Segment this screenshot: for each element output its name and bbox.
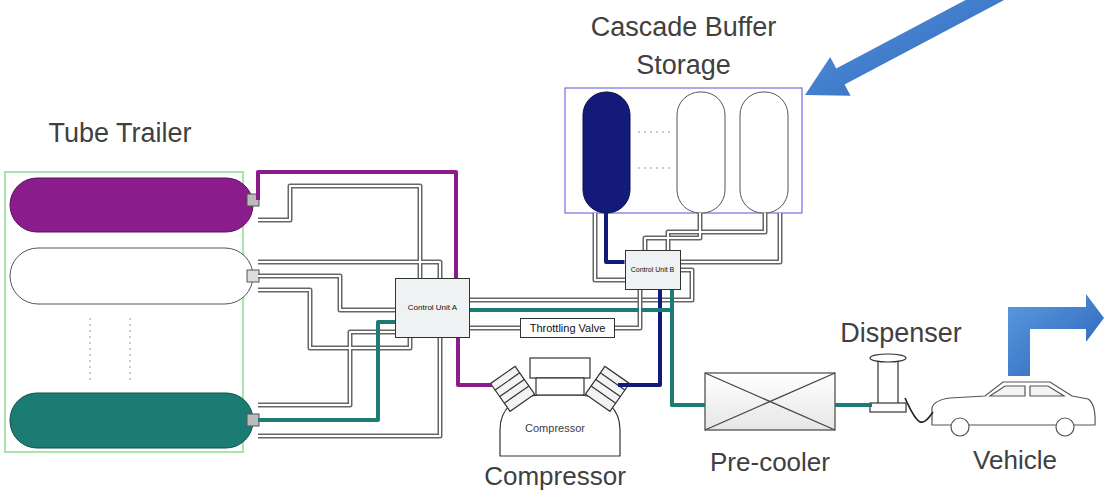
pipe	[470, 326, 520, 331]
teal-tube	[10, 393, 253, 448]
pipe	[458, 338, 492, 385]
callout-arrow	[1008, 294, 1104, 376]
compressor: CompressorCompressor	[478, 352, 632, 495]
part-label: Compressor	[484, 462, 626, 492]
precooler: Pre-cooler	[695, 372, 845, 485]
control-unit: Control Unit A	[395, 278, 470, 338]
tube-fitting	[247, 270, 259, 282]
more-tubes-dots	[130, 318, 131, 382]
white-tank	[677, 92, 725, 213]
vehicle: Vehicle	[930, 378, 1100, 490]
callout-arrow	[805, 0, 1004, 96]
precooler-drawing	[705, 373, 835, 430]
node-label: Vehicle	[973, 446, 1057, 476]
pipe-core	[258, 186, 780, 436]
node-label: Cascade Buffer Storage	[579, 8, 789, 84]
dispenser-drawing	[870, 354, 906, 412]
pipe-core	[615, 290, 640, 328]
control-unit: Control Unit B	[625, 250, 681, 290]
dispenser: Dispenser	[826, 318, 976, 418]
more-tanks-dots	[638, 132, 670, 133]
node-label: Compressor	[525, 422, 585, 435]
more-tanks-dots	[638, 168, 670, 169]
compressor-drawing	[491, 358, 630, 456]
storage-frame	[565, 88, 802, 213]
purple-tube	[10, 178, 253, 232]
pipe	[606, 213, 625, 262]
node-label: Pre-cooler	[710, 448, 830, 478]
node-label: Control Unit A	[408, 303, 457, 312]
more-tubes-dots	[90, 318, 91, 382]
vehicle-drawing	[932, 382, 1095, 436]
tank-group: Cascade Buffer Storage	[565, 8, 802, 215]
navy-tank	[583, 92, 630, 213]
node-label: Dispenser	[840, 318, 962, 349]
pipe	[672, 290, 705, 405]
fuel-hose	[905, 398, 933, 422]
pipe	[470, 310, 705, 405]
node-label: Throttling Valve	[530, 322, 606, 335]
node-label: Tube Trailer	[48, 118, 191, 149]
pipe	[258, 322, 395, 420]
white-tube	[10, 248, 253, 304]
pipe	[835, 403, 872, 407]
pipe-core	[470, 327, 520, 329]
tank-group: Tube Trailer	[5, 118, 263, 452]
connectors	[258, 172, 933, 422]
pipe	[258, 172, 456, 278]
node-label: Control Unit B	[631, 266, 675, 274]
white-tank	[740, 92, 788, 213]
valve-box: Throttling Valve	[520, 318, 615, 338]
pipe-outline	[258, 186, 780, 436]
tube-fitting	[247, 414, 259, 426]
